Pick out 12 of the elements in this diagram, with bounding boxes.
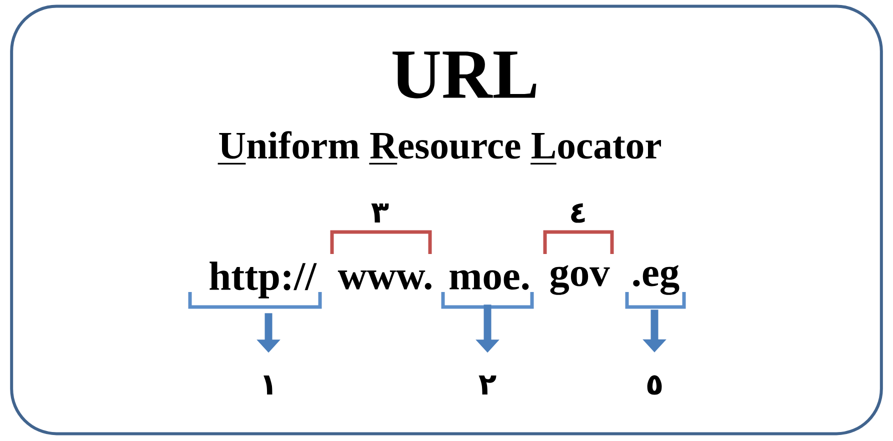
url-part: gov (550, 265, 610, 295)
title: URL (392, 52, 536, 98)
number-label: ١ (264, 376, 272, 394)
url-part: moe. (450, 270, 529, 290)
url-part: http:// (210, 262, 317, 298)
subtitle: Uniform Resource Locator (218, 131, 661, 164)
number-label: ٤ (571, 203, 585, 223)
url-part: www. (338, 270, 432, 290)
number-label: ٢ (478, 376, 496, 394)
url-part: .eg (633, 265, 680, 295)
number-label: ٣ (371, 204, 389, 222)
number-label: ٥ (647, 375, 662, 395)
